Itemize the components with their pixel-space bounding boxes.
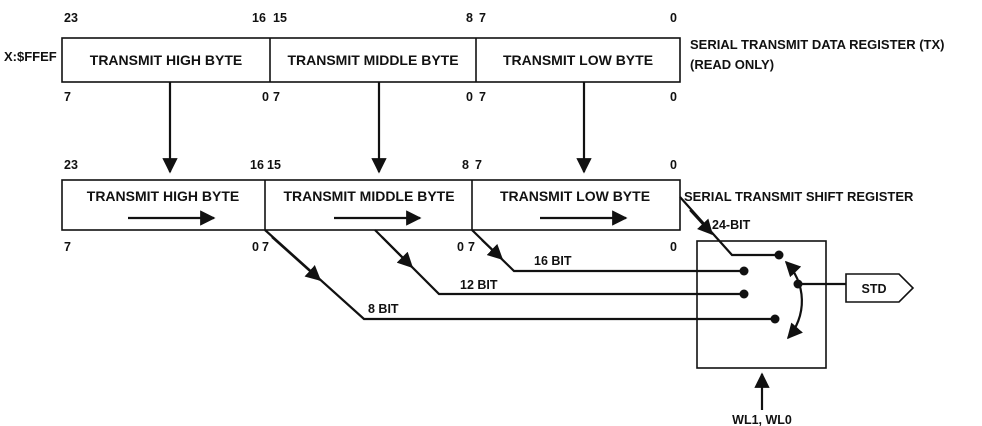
shift-low-bit-0c: 0 xyxy=(670,240,677,254)
tx-low-bit-0b: 0 xyxy=(466,90,473,104)
label-24bit: 24-BIT xyxy=(712,218,751,232)
word-length-mux: WL1, WL0 xyxy=(696,240,827,426)
tx-register-title: SERIAL TRANSMIT DATA REGISTER (TX) xyxy=(690,37,944,52)
tx-low-bit-7b: 7 xyxy=(273,90,280,104)
shift-low-bit-7c: 7 xyxy=(468,240,475,254)
shift-bit-8: 8 xyxy=(462,158,469,172)
shift-high-byte: TRANSMIT HIGH BYTE xyxy=(87,188,239,204)
tx-high-byte: TRANSMIT HIGH BYTE xyxy=(90,52,242,68)
tx-bit-15: 15 xyxy=(273,11,287,25)
mux-select-arc xyxy=(784,260,803,340)
shift-register-title: SERIAL TRANSMIT SHIFT REGISTER xyxy=(684,189,914,204)
mux-box xyxy=(696,240,827,369)
std-pin-shape xyxy=(845,273,915,303)
shift-bit-15: 15 xyxy=(267,158,281,172)
address-label: X:$FFEF xyxy=(4,49,57,64)
label-12bit: 12 BIT xyxy=(460,278,498,292)
shift-register-box xyxy=(61,179,681,231)
shift-middle-byte: TRANSMIT MIDDLE BYTE xyxy=(283,188,454,204)
shift-low-bit-7b: 7 xyxy=(262,240,269,254)
data-paths: 24-BIT 16 BIT 12 BIT 8 BIT xyxy=(264,196,846,321)
shift-bit-7: 7 xyxy=(475,158,482,172)
tx-bit-0: 0 xyxy=(670,11,677,25)
tx-bit-8: 8 xyxy=(466,11,473,25)
shift-low-bit-0a: 0 xyxy=(252,240,259,254)
shift-bit-23: 23 xyxy=(64,158,78,172)
label-8bit: 8 BIT xyxy=(368,302,399,316)
shift-low-bit-7a: 7 xyxy=(64,240,71,254)
arrow-8bit xyxy=(271,236,322,282)
tx-bit-23: 23 xyxy=(64,11,78,25)
tx-middle-byte: TRANSMIT MIDDLE BYTE xyxy=(287,52,458,68)
tx-data-register: X:$FFEF TRANSMIT HIGH BYTE TRANSMIT MIDD… xyxy=(4,11,944,104)
std-label: STD xyxy=(862,282,887,296)
shift-low-bit-0b: 0 xyxy=(457,240,464,254)
shift-low-byte: TRANSMIT LOW BYTE xyxy=(500,188,650,204)
arrow-16bit xyxy=(481,239,504,261)
path-24bit xyxy=(679,196,779,257)
tx-bit-7: 7 xyxy=(479,11,486,25)
tx-low-byte: TRANSMIT LOW BYTE xyxy=(503,52,653,68)
load-arrows xyxy=(162,82,592,174)
std-output: STD xyxy=(845,273,915,303)
tx-low-bit-0a: 0 xyxy=(262,90,269,104)
tx-register-subtitle: (READ ONLY) xyxy=(690,57,774,72)
shift-bit-0: 0 xyxy=(670,158,677,172)
tx-low-bit-7c: 7 xyxy=(479,90,486,104)
tx-low-bit-7a: 7 xyxy=(64,90,71,104)
tx-low-bit-0c: 0 xyxy=(670,90,677,104)
shift-bit-16: 16 xyxy=(250,158,264,172)
tx-register-box xyxy=(61,37,681,83)
tx-bit-16: 16 xyxy=(252,11,266,25)
label-16bit: 16 BIT xyxy=(534,254,572,268)
arrow-24bit xyxy=(689,209,714,236)
select-label: WL1, WL0 xyxy=(732,413,792,426)
shift-register: TRANSMIT HIGH BYTE TRANSMIT MIDDLE BYTE … xyxy=(61,158,914,254)
arrow-12bit xyxy=(381,236,414,269)
